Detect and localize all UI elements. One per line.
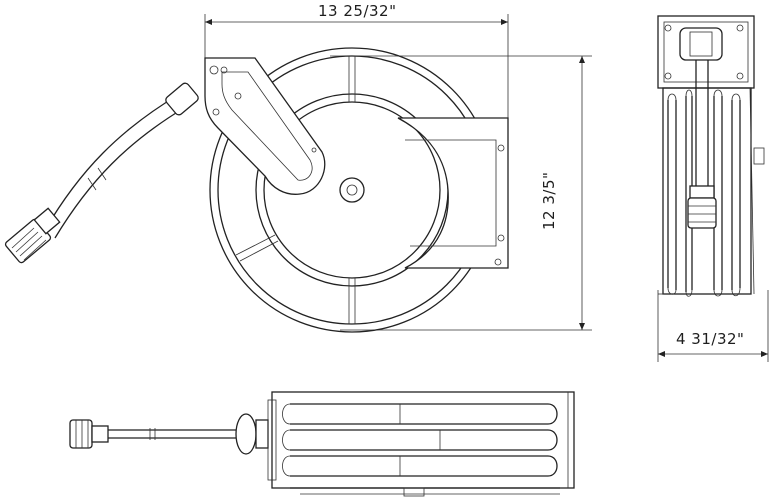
side-view — [658, 16, 764, 296]
top-view — [70, 392, 574, 496]
height-dimension-label: 12 3/5" — [540, 172, 558, 230]
width-dimension-label: 13 25/32" — [318, 2, 396, 20]
depth-dimension — [658, 290, 768, 362]
depth-dimension-label: 4 31/32" — [676, 330, 744, 348]
front-view — [4, 48, 508, 332]
hose-coupling — [4, 208, 59, 263]
